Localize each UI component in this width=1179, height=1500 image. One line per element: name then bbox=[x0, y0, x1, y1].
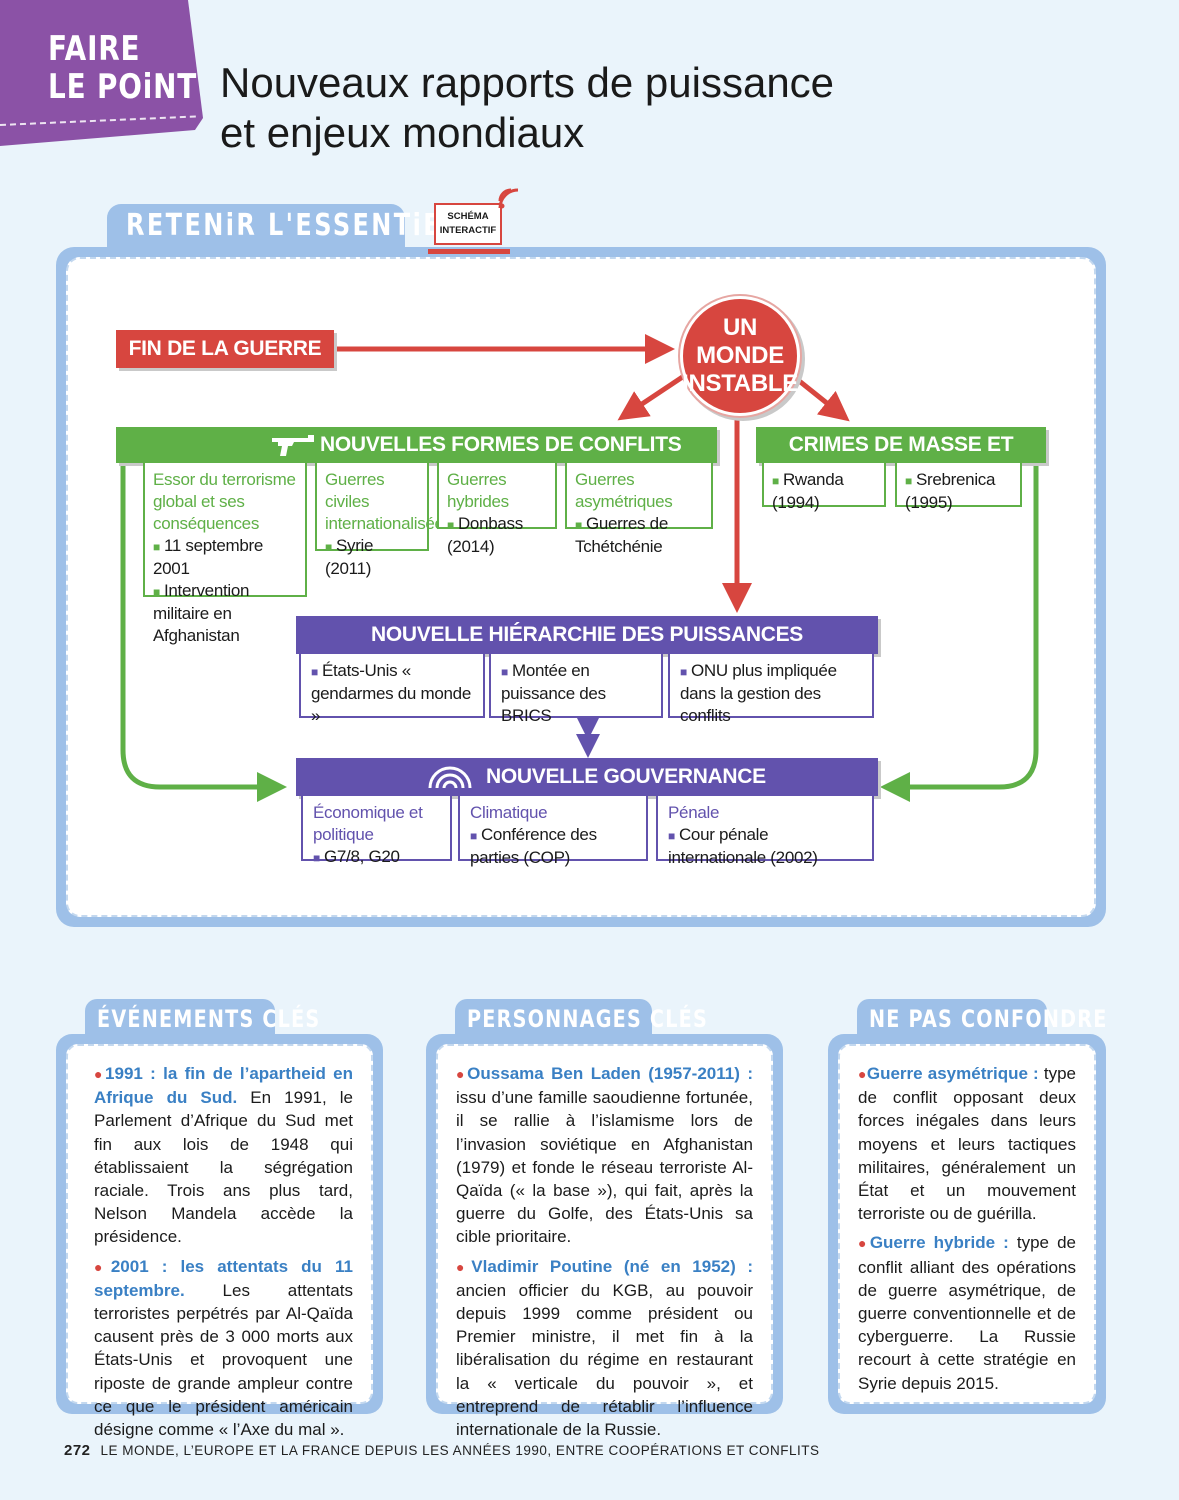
arrow-to-conflits bbox=[617, 369, 692, 421]
fin-guerre-froide-box: FIN DE LA GUERRE FROIDE bbox=[116, 330, 334, 398]
def-guerre-hybride: ●Guerre hybride : type de conflit allian… bbox=[858, 1233, 1076, 1393]
conflit-guerres-civiles: Guerres civiles internationalisées ■Syri… bbox=[315, 463, 452, 578]
page-number: 272 bbox=[64, 1442, 91, 1459]
hierarchie-brics: ■Montée en puissance des BRICS bbox=[489, 654, 663, 725]
conflit-terrorisme-item1: ■11 septembre 2001 bbox=[153, 536, 264, 578]
arrow-conflits-to-gouvernance bbox=[120, 464, 287, 802]
conflit-asym-item: ■Guerres de Tchétchénie bbox=[575, 514, 668, 556]
confondre-content: ●Guerre asymétrique : type de conflit op… bbox=[838, 1044, 1096, 1404]
faire-le-point-label: FAIRE LE POiNT bbox=[48, 30, 197, 106]
crimes-header: CRIMES DE MASSE ET GÉNOCIDES bbox=[756, 427, 1046, 492]
gouv-penale-item: ■Cour pénale internationale (2002) bbox=[668, 825, 818, 867]
schema-btn-line2: INTERACTIF bbox=[439, 225, 497, 236]
title-line-2: et enjeux mondiaux bbox=[220, 109, 585, 156]
retenir-tab bbox=[107, 204, 405, 256]
gun-icon bbox=[272, 435, 314, 456]
personnages-content: ●Oussama Ben Laden (1957-2011) : issu d’… bbox=[436, 1044, 773, 1439]
conflit-terrorisme-head: Essor du terrorisme global et ses conséq… bbox=[153, 470, 296, 533]
faire-le-point-tag bbox=[0, 0, 203, 146]
conflit-civiles-head: Guerres civiles internationalisées bbox=[325, 470, 452, 533]
conflit-terrorisme-item2: ■Intervention militaire en Afghanistan bbox=[153, 581, 250, 645]
gouv-clim-item: ■Conférence des parties (COP) bbox=[470, 825, 597, 867]
personnage-poutine: ●Vladimir Poutine (né en 1952) : ancien … bbox=[456, 1256, 753, 1440]
page-footer: 272 LE MONDE, L’EUROPE ET LA FRANCE DEPUI… bbox=[64, 1442, 819, 1459]
conflit-hybrides-head: Guerres hybrides bbox=[447, 470, 509, 511]
personnage-ben-laden: ●Oussama Ben Laden (1957-2011) : issu d’… bbox=[456, 1064, 753, 1247]
wifi-icon bbox=[498, 188, 519, 209]
conflit-hybrides-item: ■Donbass (2014) bbox=[447, 514, 523, 556]
hierarchie-usa: ■États-Unis « gendarmes du monde » bbox=[299, 654, 485, 725]
tag-line-1: FAIRE bbox=[48, 29, 141, 69]
gouv-eco-item: ■G7/8, G20 bbox=[313, 847, 400, 866]
crime-srebrenica: ■Srebrenica (1995) bbox=[895, 463, 1022, 512]
confondre-tab: NE PAS CONFONDRE bbox=[857, 999, 1106, 1043]
crime-rwanda: ■Rwanda (1994) bbox=[762, 463, 886, 512]
tag-line-2: LE POiNT bbox=[48, 67, 198, 107]
conflit-civiles-item: ■Syrie (2011) bbox=[325, 536, 374, 578]
monde-instable-circle: UN MONDE INSTABLE bbox=[680, 296, 800, 416]
arrow-to-crimes bbox=[786, 370, 850, 422]
evenements-title: ÉVÉNEMENTS CLÉS bbox=[97, 1005, 321, 1033]
footer-text: LE MONDE, L’EUROPE ET LA FRANCE DEPUIS L… bbox=[100, 1443, 820, 1458]
schema-interactif-button[interactable]: SCHÉMA INTERACTIF bbox=[434, 203, 502, 245]
evenement-1991: ●1991 : la fin de l’apartheid en Afrique… bbox=[94, 1064, 353, 1247]
retenir-label: RETENiR L'ESSENTiEL bbox=[126, 208, 460, 243]
conflit-hybrides: Guerres hybrides ■Donbass (2014) bbox=[437, 463, 557, 556]
gouvernance-economique: Économique et politique ■G7/8, G20 bbox=[301, 796, 452, 866]
gouv-penale-head: Pénale bbox=[668, 803, 720, 822]
arrow-crimes-to-gouvernance bbox=[880, 464, 1039, 802]
def-guerre-asymetrique: ●Guerre asymétrique : type de conflit op… bbox=[858, 1064, 1076, 1224]
gouvernance-climatique: Climatique ■Conférence des parties (COP) bbox=[458, 796, 648, 867]
monde-line2: INSTABLE bbox=[682, 370, 798, 397]
hierarchie-header: NOUVELLE HIÉRARCHIE DES PUISSANCES bbox=[296, 616, 878, 654]
schema-arrows bbox=[120, 334, 1039, 802]
conflit-asym-head: Guerres asymétriques bbox=[575, 470, 673, 511]
monde-line1: UN MONDE bbox=[696, 314, 784, 369]
personnages-title: PERSONNAGES CLÉS bbox=[467, 1005, 708, 1033]
schema-button-base bbox=[428, 249, 510, 254]
hemicycle-icon bbox=[428, 766, 472, 789]
hierarchie-onu: ■ONU plus impliquée dans la gestion des … bbox=[668, 654, 874, 725]
gouv-eco-head: Économique et politique bbox=[313, 803, 423, 844]
gouvernance-header: NOUVELLE GOUVERNANCE MONDIALE bbox=[296, 758, 878, 826]
schema-btn-line1: SCHÉMA bbox=[447, 211, 489, 222]
evenement-2001: ●2001 : les attentats du 11 septembre. L… bbox=[94, 1256, 353, 1440]
evenements-content: ●1991 : la fin de l’apartheid en Afrique… bbox=[66, 1044, 373, 1439]
conflit-asymetriques: Guerres asymétriques ■Guerres de Tchétch… bbox=[565, 463, 713, 556]
gouv-clim-head: Climatique bbox=[470, 803, 548, 822]
title-line-1: Nouveaux rapports de puissance bbox=[220, 59, 835, 106]
conflits-title: NOUVELLES FORMES DE CONFLITS bbox=[320, 433, 682, 456]
gouvernance-penale: Pénale ■Cour pénale internationale (2002… bbox=[656, 796, 874, 867]
page-title: Nouveaux rapports de puissance et enjeux… bbox=[220, 58, 834, 158]
conflits-header: NOUVELLES FORMES DE CONFLITS bbox=[116, 427, 717, 463]
conflit-terrorisme: Essor du terrorisme global et ses conséq… bbox=[143, 463, 307, 645]
confondre-title: NE PAS CONFONDRE bbox=[869, 1005, 1108, 1033]
